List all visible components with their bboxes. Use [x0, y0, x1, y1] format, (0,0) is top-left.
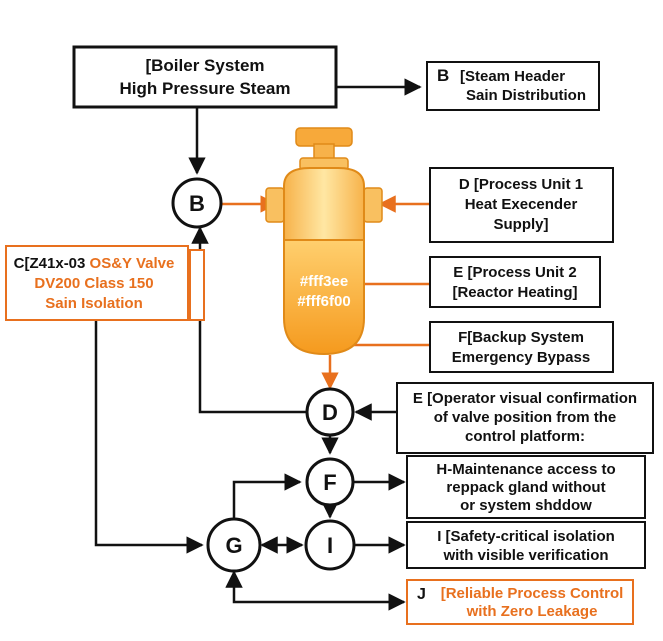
node-b: B — [171, 177, 223, 229]
backup-system-box: F[Backup System Emergency Bypass — [429, 321, 614, 373]
vessel-color-line2: #fff6f00 — [297, 293, 350, 310]
valve-label-model: C[Z41x-03 — [14, 255, 90, 272]
result-note-letter: J — [417, 586, 426, 603]
safety-note-line2: with visible verification — [442, 547, 608, 564]
arrow-node-g-to-result — [225, 570, 406, 611]
maintenance-note-line3: or system shddow — [460, 497, 592, 514]
process-unit-2-line1: E [Process Unit 2 — [453, 264, 576, 281]
steam-header-letter: B — [437, 66, 449, 85]
operator-note-box: E [Operator visual confirmation of valve… — [396, 382, 654, 454]
node-d-label: D — [322, 400, 338, 425]
steam-header-line2: Sain Distribution — [466, 87, 586, 104]
safety-note-line1: I [Safety-critical isolation — [437, 528, 615, 545]
valve-label-line1: C[Z41x-03 OS&Y Valve — [14, 255, 175, 272]
process-unit-1-line3: Supply] — [494, 216, 549, 233]
steam-header-line1: [Steam Header — [460, 68, 565, 85]
vessel-color-line1: #fff3ee — [300, 273, 348, 290]
process-unit-1-line2: Heat Execender — [465, 196, 578, 213]
process-unit-2-box: E [Process Unit 2 [Reactor Heating] — [429, 256, 601, 308]
maintenance-note-box: H-Maintenance access to reppack gland wi… — [406, 455, 646, 519]
process-unit-2-line2: [Reactor Heating] — [452, 284, 577, 301]
process-unit-1-line1: D [Process Unit 1 — [459, 176, 583, 193]
operator-note-line2: of valve position from the — [434, 409, 617, 426]
operator-note-line1: E [Operator visual confirmation — [413, 390, 637, 407]
arrow-node-g-to-node-f — [232, 473, 302, 522]
valve-label-line3: Sain Isolation — [45, 295, 143, 312]
boiler-box: [Boiler System High Pressure Steam — [72, 45, 338, 109]
process-unit-1-box: D [Process Unit 1 Heat Execender Supply] — [429, 167, 614, 243]
backup-system-line1: F[Backup System — [458, 329, 584, 346]
maintenance-note-line1: H-Maintenance access to — [436, 461, 615, 478]
steam-header-box: B [Steam Header Sain Distribution — [426, 61, 600, 111]
backup-system-line2: Emergency Bypass — [452, 349, 590, 366]
result-note-box: J [Reliable Process Control with Zero Le… — [406, 579, 634, 625]
vessel-right-flange — [363, 187, 383, 223]
node-f: F — [305, 457, 355, 507]
node-g: G — [206, 517, 262, 573]
maintenance-note-line2: reppack gland without — [446, 479, 605, 496]
vessel-top-chamber — [283, 167, 365, 241]
valve-label-type: OS&Y Valve — [90, 255, 175, 272]
vessel-bottom-chamber — [283, 239, 365, 356]
valve-label-box: C[Z41x-03 OS&Y Valve DV200 Class 150 Sai… — [5, 245, 189, 321]
valve-label-line2: DV200 Class 150 — [34, 275, 153, 292]
node-i-label: I — [327, 533, 333, 558]
node-f-label: F — [323, 470, 336, 495]
safety-note-box: I [Safety-critical isolation with visibl… — [406, 521, 646, 569]
result-note-line1: [Reliable Process Control — [441, 585, 624, 602]
boiler-subtitle: High Pressure Steam — [119, 79, 290, 98]
node-b-label: B — [189, 191, 205, 216]
result-note-line2: with Zero Leakage — [466, 603, 598, 620]
arrow-valve-to-node-g — [94, 320, 204, 554]
pressure-vessel: #fff3ee #fff6f00 — [265, 127, 383, 356]
operator-note-line3: control platform: — [465, 428, 585, 445]
valve-handle-bar — [189, 249, 205, 321]
node-i: I — [304, 519, 356, 571]
node-d: D — [305, 387, 355, 437]
connectors — [94, 78, 430, 611]
boiler-title: [Boiler System — [145, 56, 264, 75]
node-g-label: G — [225, 533, 242, 558]
vessel-left-flange — [265, 187, 285, 223]
